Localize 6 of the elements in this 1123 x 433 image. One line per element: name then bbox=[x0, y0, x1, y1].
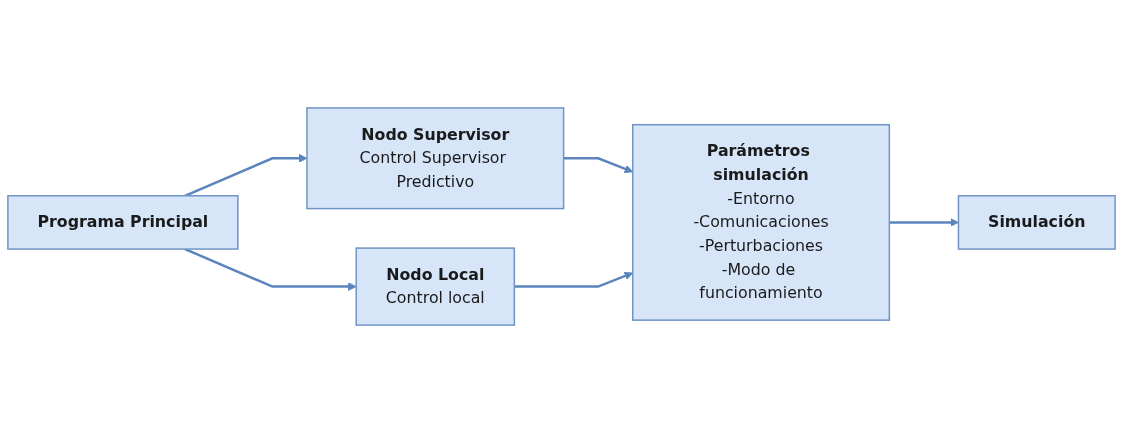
node-box: Nodo Local Control local bbox=[355, 247, 516, 326]
node-box: Programa Principal bbox=[7, 195, 239, 250]
node-box: Nodo Supervisor Control Supervisor Predictivo bbox=[306, 107, 565, 210]
node-box: Simulación bbox=[957, 195, 1116, 250]
arrow bbox=[889, 218, 959, 227]
node-box: Parámetros simulación -Entorno -Comunicaciones -Perturbaciones -Modo de funcionamiento bbox=[631, 123, 891, 321]
